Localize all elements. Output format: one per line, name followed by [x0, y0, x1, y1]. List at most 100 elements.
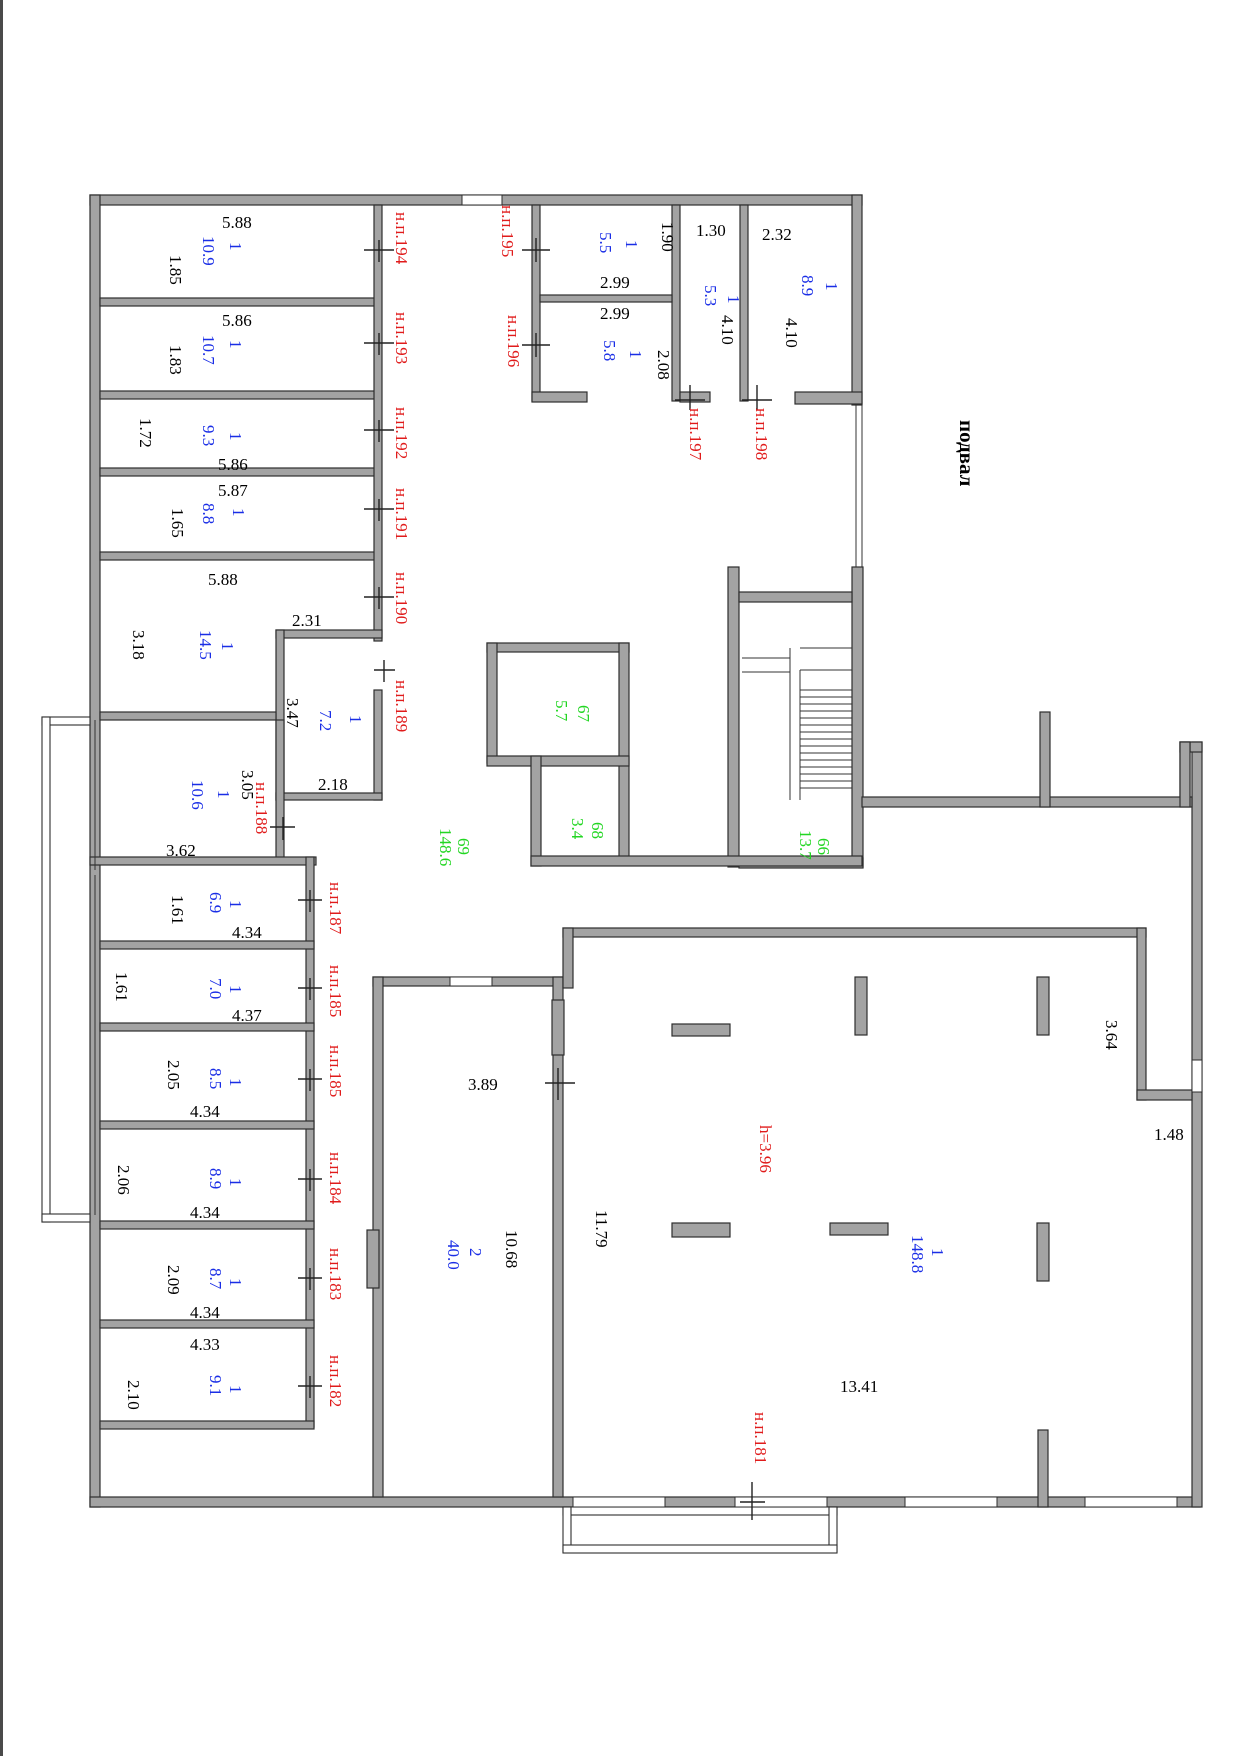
wall-68-bottom: [530, 855, 863, 867]
num-193: 1: [226, 340, 245, 349]
dim-195-w: 2.99: [600, 273, 630, 292]
door-label-198: н.п.198: [752, 408, 771, 460]
wall-stub-right: [1039, 711, 1051, 808]
wall-195-left: [531, 204, 541, 402]
dim-192-w: 5.86: [218, 455, 248, 474]
wall-183-182: [99, 1319, 315, 1329]
num-190: 1: [218, 642, 237, 651]
wall-upper-right-bottom: [794, 391, 863, 405]
num-big: 1: [928, 1248, 947, 1257]
wall-185b-184: [99, 1120, 315, 1130]
wall-big-left-stub: [562, 927, 574, 989]
dim-190-d2: 2.31: [292, 611, 322, 630]
door-tick-198: [742, 385, 772, 410]
num-182: 1: [226, 1385, 245, 1394]
dim-198-w: 2.32: [762, 225, 792, 244]
stair-wall-right: [851, 566, 864, 868]
door-label-195: н.п.195: [498, 205, 517, 257]
wall-195-right: [671, 204, 681, 402]
door-tick-185b: [298, 1069, 322, 1091]
dim-184-d: 2.06: [114, 1165, 133, 1195]
dim-190-d: 3.18: [129, 630, 148, 660]
dim-190-w: 5.88: [208, 570, 238, 589]
common-67-num: 67: [574, 705, 593, 723]
dim-184-w: 4.34: [190, 1203, 220, 1222]
wall-188-187: [89, 856, 317, 866]
wall-right: [1191, 741, 1203, 1508]
dim-195-d: 1.90: [658, 222, 677, 252]
door-tick-187: [298, 890, 322, 912]
area-185a: 7.0: [206, 978, 225, 999]
wall-corridor-left-upper: [373, 204, 383, 642]
column: [671, 1222, 731, 1238]
door-tick-182: [298, 1376, 322, 1398]
wall-184-183: [99, 1220, 315, 1230]
common-66-area: 13.7: [796, 830, 815, 860]
stair-steps: [800, 689, 852, 789]
wall-193-192: [99, 390, 381, 400]
area-198: 8.9: [798, 275, 817, 296]
column: [671, 1023, 731, 1037]
door-tick-181: [740, 1482, 765, 1520]
wall-189-top: [275, 629, 383, 639]
balcony-bottom: [41, 1213, 91, 1223]
window-bottom-1: [572, 1496, 666, 1508]
wall-191-190: [99, 551, 381, 561]
column: [1036, 1222, 1050, 1282]
wall-195-196: [539, 294, 673, 303]
door-label-181: н.п.181: [751, 1412, 770, 1464]
num-191: 1: [229, 508, 248, 517]
door-tick-196: [522, 333, 550, 357]
dim-187-d: 1.61: [168, 895, 187, 925]
dim-182-d: 2.10: [124, 1380, 143, 1410]
door-label-183: н.п.183: [326, 1248, 345, 1300]
area-193: 10.7: [199, 335, 218, 365]
door-tick-185a: [298, 978, 322, 1000]
dim-194-d: 1.85: [166, 255, 185, 285]
column: [366, 1229, 380, 1289]
num-196: 1: [626, 350, 645, 359]
area-187: 6.9: [206, 892, 225, 913]
dim-185b-d: 2.05: [164, 1060, 183, 1090]
wall-mid-right: [552, 976, 564, 1498]
area-197: 5.3: [701, 285, 720, 306]
labels: подвал 5.88 1.85 1 10.9 5.86 1.83 1 10.7…: [112, 205, 1184, 1464]
num-185a: 1: [226, 985, 245, 994]
dim-191-d: 1.65: [168, 508, 187, 538]
door-label-197: н.п.197: [686, 408, 705, 461]
dim-185a-d: 1.61: [112, 972, 131, 1002]
dim-185a-w: 4.37: [232, 1006, 262, 1025]
area-183: 8.7: [206, 1268, 225, 1290]
wall-big-step: [1136, 1089, 1193, 1101]
area-189: 7.2: [316, 710, 335, 731]
dim-192-d: 1.72: [136, 418, 155, 448]
dim-189-w: 2.18: [318, 775, 348, 794]
door-tick-191: [364, 499, 394, 521]
dim-198-d: 4.10: [782, 318, 801, 348]
door-tick-189: [374, 660, 395, 682]
area-196: 5.8: [600, 340, 619, 361]
dim-183-w: 4.34: [190, 1303, 220, 1322]
door-tick-197: [675, 385, 705, 410]
num-194: 1: [226, 242, 245, 251]
dim-197-d: 4.10: [718, 315, 737, 345]
wall-190-188: [99, 711, 277, 721]
wall-67-68: [486, 755, 630, 767]
wall-right-corridor: [861, 796, 1193, 808]
num-198: 1: [822, 282, 841, 291]
dim-182-w: 4.33: [190, 1335, 220, 1354]
area-182: 9.1: [206, 1375, 225, 1396]
dim-big-d2: 3.64: [1102, 1020, 1121, 1050]
wall-upper-right: [851, 194, 863, 406]
dim-185b-w: 4.34: [190, 1102, 220, 1121]
door-tick-184: [298, 1169, 322, 1191]
door-label-190: н.п.190: [392, 572, 411, 624]
bottom-balcony-top: [562, 1506, 838, 1516]
num-187: 1: [226, 900, 245, 909]
wall-187-185: [99, 940, 315, 950]
window-bottom-3: [904, 1496, 998, 1508]
wall-182-bottom: [99, 1420, 315, 1430]
door-tick-192: [364, 420, 394, 442]
column: [854, 976, 868, 1036]
num-195: 1: [622, 240, 641, 249]
